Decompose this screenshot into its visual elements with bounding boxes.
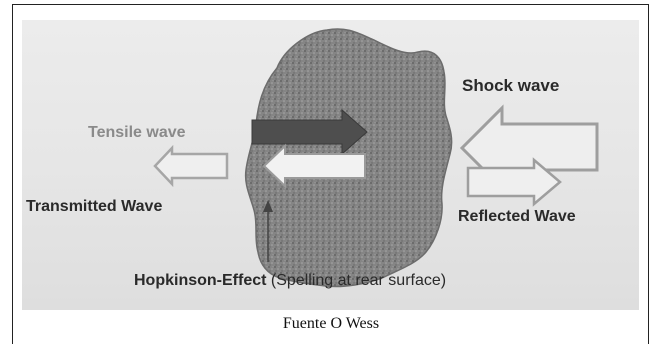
- diagram-canvas: [22, 20, 639, 310]
- hopkinson-effect-note: (Spelling at rear surface): [271, 272, 446, 289]
- transmitted-wave-label: Transmitted Wave: [26, 198, 162, 216]
- figure-caption: Fuente O Wess: [0, 315, 662, 333]
- hopkinson-effect-title: Hopkinson-Effect: [134, 272, 266, 289]
- hopkinson-effect-label: Hopkinson-Effect (Spelling at rear surfa…: [134, 272, 446, 290]
- reflected-wave-label: Reflected Wave: [458, 208, 576, 226]
- shock-wave-label: Shock wave: [462, 76, 559, 96]
- tensile-wave-label: Tensile wave: [88, 124, 186, 142]
- tensile-wave-arrow: [155, 148, 227, 184]
- hopkinson-effect-diagram: Shock wave Tensile wave Transmitted Wave…: [22, 20, 639, 310]
